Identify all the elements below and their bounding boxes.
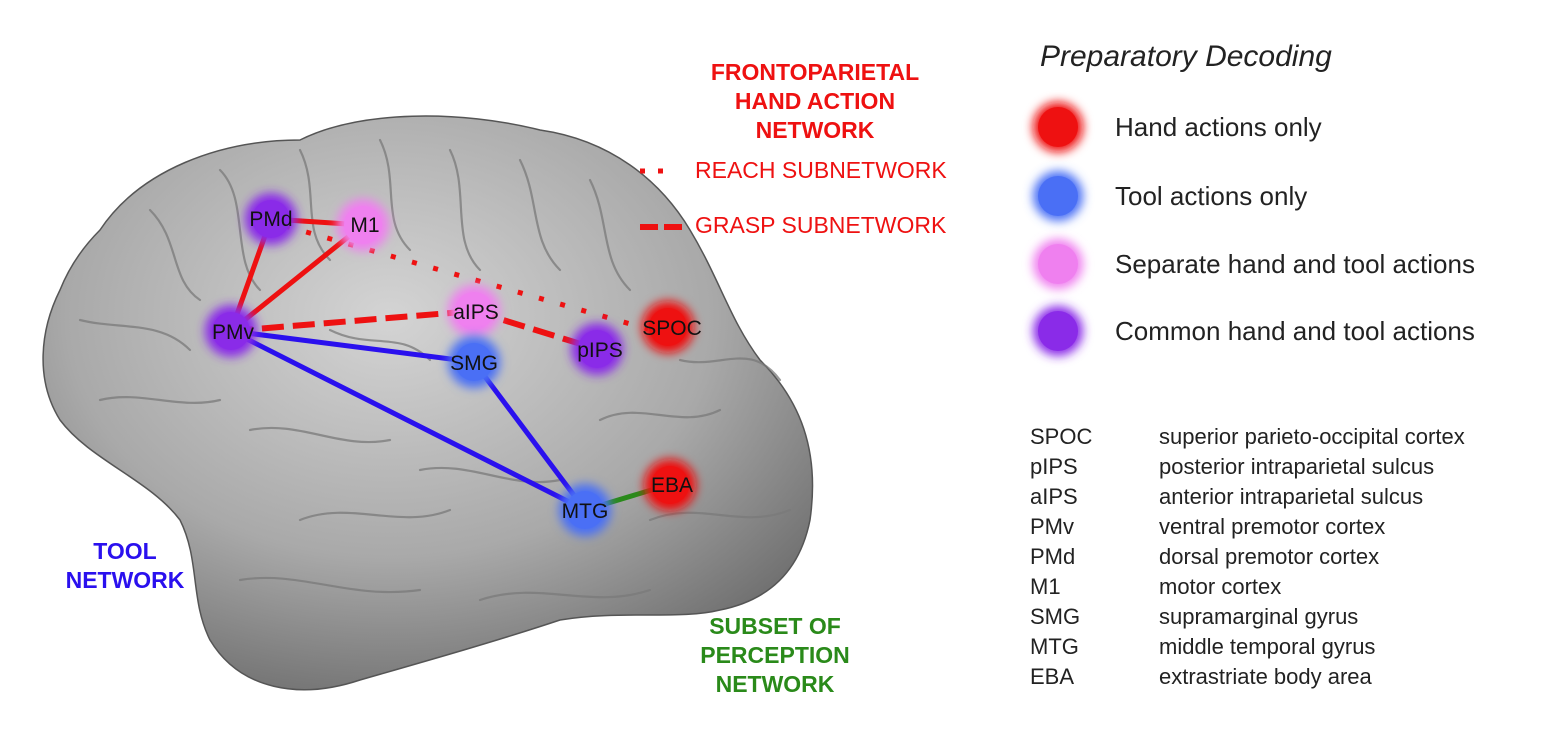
abbreviation-row: PMv ventral premotor cortex [1030, 514, 1550, 544]
perception-network-title: SUBSET OF PERCEPTION NETWORK [680, 612, 870, 699]
perception-title-line: SUBSET OF [709, 613, 841, 639]
tool-network-title: TOOL NETWORK [40, 537, 210, 595]
abbreviation-row: PMd dorsal premotor cortex [1030, 544, 1550, 574]
abbreviation: aIPS [1030, 484, 1078, 509]
abbreviation: SPOC [1030, 424, 1093, 449]
edge-smg-mtg [472, 360, 587, 512]
frontoparietal-network-title: FRONTOPARIETAL HAND ACTION NETWORK [690, 58, 940, 145]
legend-swatch-common [1033, 306, 1083, 356]
abbreviation-definition: ventral premotor cortex [1159, 514, 1386, 539]
node-label-m1: M1 [350, 214, 379, 237]
abbreviation: SMG [1030, 604, 1081, 629]
abbreviation: MTG [1030, 634, 1079, 659]
node-label-smg: SMG [450, 352, 498, 375]
abbreviation-definition: posterior intraparietal sulcus [1159, 454, 1435, 479]
abbreviation-definition: dorsal premotor cortex [1159, 544, 1380, 569]
legend-label-tool: Tool actions only [1115, 181, 1308, 211]
node-label-spoc: SPOC [642, 317, 702, 340]
node-label-pips: pIPS [577, 339, 623, 362]
abbreviation: M1 [1030, 574, 1061, 599]
legend-swatch-hand [1033, 102, 1083, 152]
node-pmd: PMd [245, 193, 297, 245]
edge-pmv-mtg [229, 328, 587, 513]
frontoparietal-title-line: HAND ACTION [734, 88, 896, 114]
node-mtg: MTG [559, 484, 611, 536]
abbreviation-definition: superior parieto-occipital cortex [1159, 424, 1465, 449]
legend-swatch-separate [1033, 239, 1083, 289]
node-pmv: PMv [205, 305, 257, 357]
node-label-mtg: MTG [562, 500, 609, 523]
abbreviation-row: MTG middle temporal gyrus [1030, 634, 1550, 664]
node-label-pmd: PMd [249, 208, 292, 231]
reach-subnetwork-label: REACH SUBNETWORK [695, 157, 947, 183]
node-eba: EBA [644, 459, 696, 511]
abbreviation-definition: motor cortex [1159, 574, 1282, 599]
node-smg: SMG [448, 336, 500, 388]
legend-label-hand: Hand actions only [1115, 112, 1322, 142]
tool-title-line: TOOL [93, 538, 157, 564]
node-m1: M1 [337, 199, 389, 251]
tool-title-line: NETWORK [65, 567, 185, 593]
node-label-pmv: PMv [212, 321, 255, 344]
edge-pmv-aips-grasp [230, 308, 475, 334]
legend-label-separate: Separate hand and tool actions [1115, 249, 1475, 279]
abbreviation: PMv [1030, 514, 1074, 539]
region-nodes: PMd M1 PMv aIPS SMG pIPS [205, 193, 702, 536]
abbreviation-definition: extrastriate body area [1159, 664, 1372, 689]
node-label-aips: aIPS [453, 301, 499, 324]
abbreviation-row: EBA extrastriate body area [1030, 664, 1550, 694]
abbreviation-row: SMG supramarginal gyrus [1030, 604, 1550, 634]
abbreviation-definition: middle temporal gyrus [1159, 634, 1376, 659]
abbreviation-definition: supramarginal gyrus [1159, 604, 1359, 629]
abbreviation-row: aIPS anterior intraparietal sulcus [1030, 484, 1550, 514]
legend-title: Preparatory Decoding [1040, 40, 1332, 73]
abbreviation-row: SPOC superior parieto-occipital cortex [1030, 424, 1550, 454]
abbreviation-row: pIPS posterior intraparietal sulcus [1030, 454, 1550, 484]
perception-title-line: NETWORK [715, 671, 835, 697]
brain-surface [42, 115, 814, 691]
legend-swatches [1033, 102, 1083, 356]
grasp-subnetwork-label: GRASP SUBNETWORK [695, 212, 947, 238]
frontoparietal-title-line: NETWORK [755, 117, 875, 143]
abbreviation-definition: anterior intraparietal sulcus [1159, 484, 1424, 509]
abbreviation: PMd [1030, 544, 1076, 569]
abbreviation-row: M1 motor cortex [1030, 574, 1550, 604]
legend-label-common: Common hand and tool actions [1115, 316, 1475, 346]
perception-title-line: PERCEPTION [700, 642, 850, 668]
node-aips: aIPS [448, 285, 500, 337]
node-pips: pIPS [571, 323, 623, 375]
edge-m1-pmv [229, 223, 365, 333]
legend-swatch-tool [1033, 171, 1083, 221]
abbreviation: pIPS [1030, 454, 1078, 479]
edge-pmv-smg [230, 328, 475, 365]
node-label-eba: EBA [651, 474, 693, 497]
node-spoc: SPOC [642, 301, 702, 353]
subnetwork-line-samples [640, 168, 682, 230]
abbreviation: EBA [1030, 664, 1075, 689]
frontoparietal-title-line: FRONTOPARIETAL [710, 59, 920, 85]
